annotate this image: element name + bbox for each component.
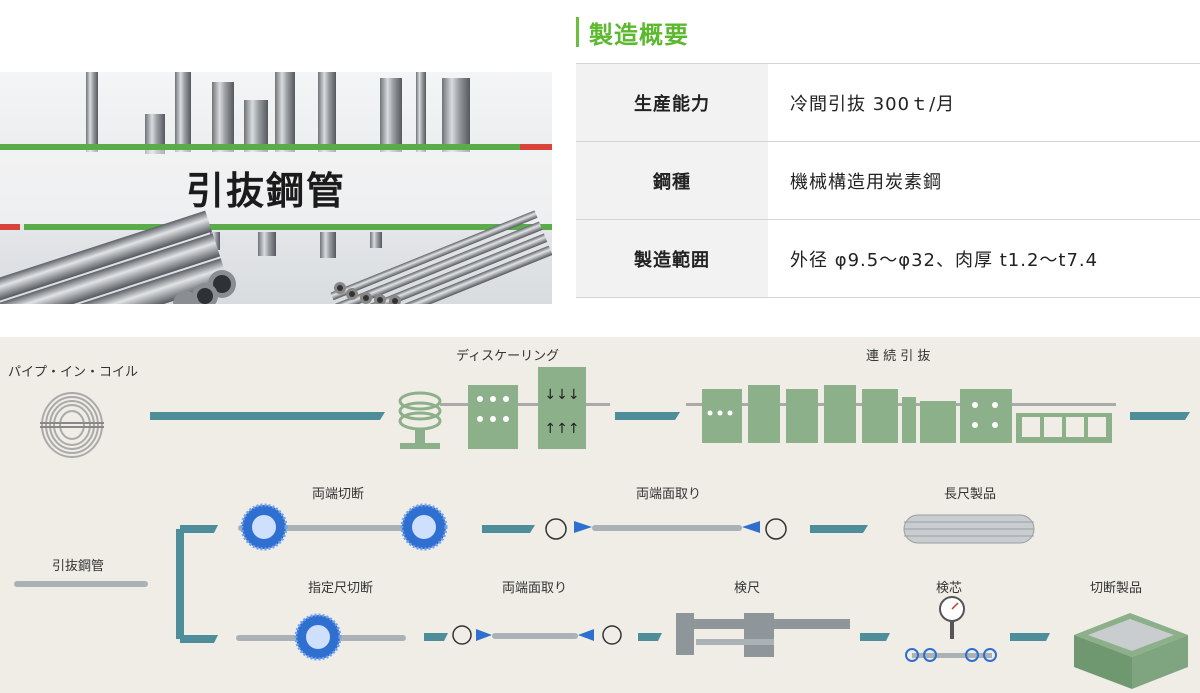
overview-table: 生産能力 冷間引抜 300ｔ/月 鋼種 機械構造用炭素鋼 製造範囲 外径 φ9.… [576,63,1200,298]
table-row: 生産能力 冷間引抜 300ｔ/月 [576,63,1200,142]
flow-arrow [482,525,535,533]
flow-graphics: ↓↓↓ ↑↑↑ [14,367,1190,689]
table-row: 鋼種 機械構造用炭素鋼 [576,141,1200,220]
flow-arrow [1010,633,1050,641]
label-center-check: 検芯 [936,581,963,596]
flow-arrow [810,525,868,533]
hero-image [0,72,552,304]
label-drawing: 連 続 引 抜 [866,349,931,364]
label-descaling: ディスケーリング [456,349,560,364]
flow-arrow [638,633,662,641]
flow-arrow [150,412,385,420]
cut-products-crate-icon [1074,613,1188,689]
label-chamfer-bottom: 両端面取り [502,581,568,596]
chamfer-top-icon [545,518,787,540]
label-measure: 検尺 [734,581,761,596]
flow-arrow [1130,412,1190,420]
branch-line [176,529,184,639]
heading-accent-bar [576,17,579,47]
cutting-bottom-icon [236,613,406,661]
overview-heading-text: 製造概要 [589,20,689,49]
label-cut-both-ends: 両端切断 [312,487,365,502]
row-label: 生産能力 [576,63,768,142]
drawn-tube-icon [14,581,148,587]
svg-text:↑↑↑: ↑↑↑ [544,421,579,437]
row-label: 鋼種 [576,141,768,220]
flow-arrow [180,525,218,533]
row-value: 機械構造用炭素鋼 [768,141,1200,220]
hero-title: 引抜鋼管 [186,169,347,213]
table-row: 製造範囲 外径 φ9.5～φ32、肉厚 t1.2～t7.4 [576,219,1200,298]
row-value: 外径 φ9.5～φ32、肉厚 t1.2～t7.4 [768,219,1200,298]
row-value: 冷間引抜 300ｔ/月 [768,63,1200,142]
drawing-machine-icon [686,385,1116,443]
coil-icon [40,392,104,458]
center-gauge-icon [905,596,997,662]
overview-heading: 製造概要 [576,14,689,50]
caliper-icon [676,613,850,657]
chamfer-bottom-icon [452,625,622,645]
flow-arrow [424,633,448,641]
label-chamfer-top: 両端面取り [636,487,702,502]
steel-tubes-photo [0,72,552,304]
descaling-machine-icon: ↓↓↓ ↑↑↑ [398,367,610,449]
label-coil: パイプ・イン・コイル [8,365,139,380]
long-products-icon [903,514,1035,544]
flow-arrow [180,635,218,643]
label-long-products: 長尺製品 [944,487,997,502]
process-flow-diagram: ↓↓↓ ↑↑↑ [0,337,1200,693]
label-cut-to-length: 指定尺切断 [308,581,374,596]
label-drawn-tube: 引抜鋼管 [52,559,105,574]
svg-text:↓↓↓: ↓↓↓ [544,387,579,403]
row-label: 製造範囲 [576,219,768,298]
label-cut-products: 切断製品 [1090,581,1143,596]
flow-arrow [860,633,890,641]
cutting-top-icon [238,503,448,551]
flow-arrow [615,412,680,420]
